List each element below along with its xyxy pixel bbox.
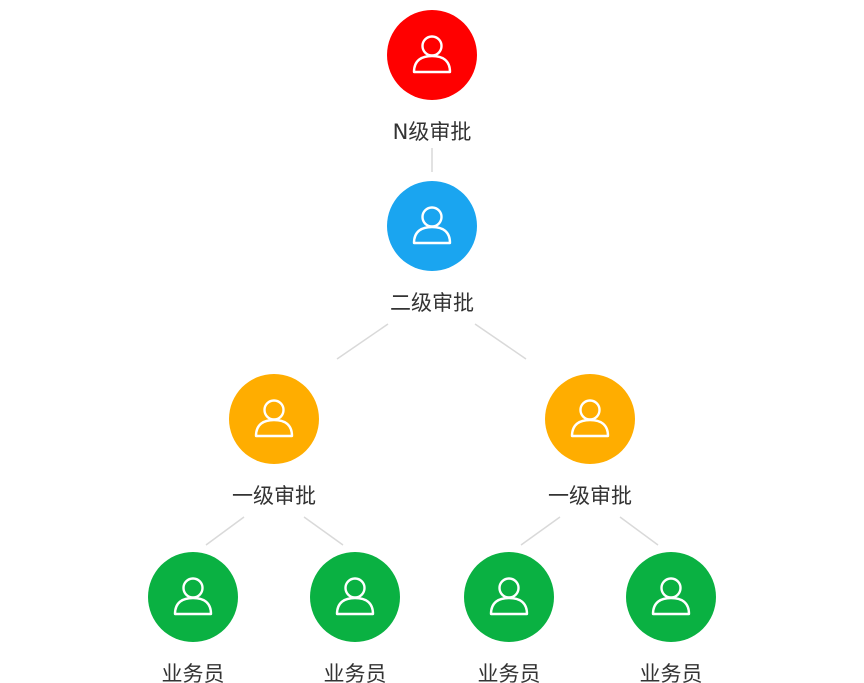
node-label: 业务员: [640, 662, 703, 683]
person-icon: [570, 399, 610, 438]
person-icon: [412, 35, 452, 74]
node-label: 业务员: [478, 662, 541, 683]
connector-lines: [205, 148, 659, 546]
node-n-approval: N级审批: [387, 10, 477, 144]
person-icon: [412, 206, 452, 245]
person-icon: [173, 577, 213, 616]
connector-line-level1-approval-right-to-staff-3: [520, 516, 561, 546]
person-icon: [489, 577, 529, 616]
person-icon: [651, 577, 691, 616]
node-level1-approval-left: 一级审批: [229, 374, 319, 508]
node-staff-3: 业务员: [464, 552, 554, 683]
node-label: 业务员: [162, 662, 225, 683]
node-level1-approval-right: 一级审批: [545, 374, 635, 508]
connector-line-level1-approval-left-to-staff-2: [303, 516, 344, 546]
person-icon: [335, 577, 375, 616]
node-staff-1: 业务员: [148, 552, 238, 683]
connector-line-level1-approval-right-to-staff-4: [619, 516, 659, 546]
person-icon: [254, 399, 294, 438]
node-label: 一级审批: [232, 484, 316, 508]
node-label: 二级审批: [390, 291, 474, 315]
node-level2-approval: 二级审批: [387, 181, 477, 315]
node-label: 一级审批: [548, 484, 632, 508]
connector-line-level2-approval-to-level1-approval-right: [474, 323, 527, 360]
node-label: N级审批: [393, 120, 472, 144]
node-label: 业务员: [324, 662, 387, 683]
connector-line-level1-approval-left-to-staff-1: [205, 516, 245, 546]
node-staff-4: 业务员: [626, 552, 716, 683]
connector-line-level2-approval-to-level1-approval-left: [336, 323, 389, 360]
node-staff-2: 业务员: [310, 552, 400, 683]
